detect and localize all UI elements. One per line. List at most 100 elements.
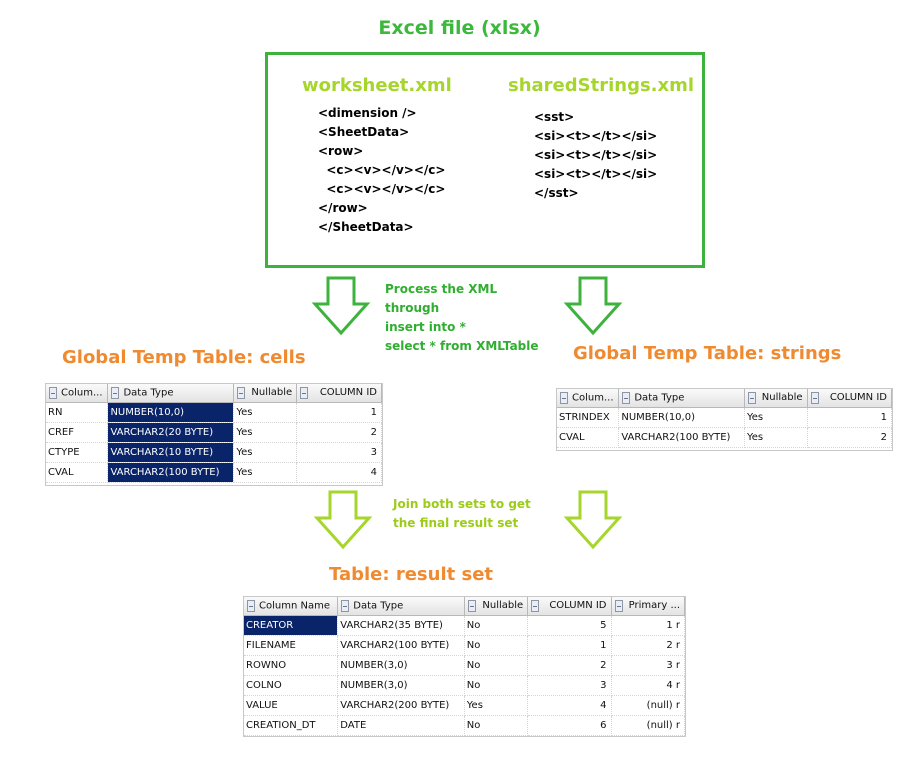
sort-icon [622,392,631,404]
table-cell[interactable]: 2 [296,422,382,443]
table-cell[interactable]: No [464,635,529,656]
table-cell[interactable]: 3 [296,442,382,463]
column-header[interactable]: Nullable [233,384,298,403]
table-cell[interactable]: 3 r [611,655,685,676]
column-header[interactable]: Data Type [107,384,235,403]
table-cell[interactable]: CVAL [557,427,620,448]
table-cell[interactable]: Yes [233,422,298,443]
table-cell[interactable]: 3 [527,675,612,696]
cells-table-title: Global Temp Table: cells [62,347,306,368]
table-cell[interactable]: VARCHAR2(100 BYTE) [618,427,745,448]
table-cell[interactable]: 4 r [611,675,685,696]
table-cell[interactable]: Yes [233,402,298,423]
note-line: Join both sets to get [393,497,531,511]
column-header[interactable]: COLUMN ID [296,384,382,403]
table-cell[interactable]: 4 [296,462,382,483]
table-row[interactable]: CREATOR VARCHAR2(35 BYTE) No 5 1 r [244,615,685,636]
code-line: <dimension /> [318,106,417,120]
table-row[interactable]: CREF VARCHAR2(20 BYTE) Yes 2 [46,422,382,443]
table-cell[interactable]: COLNO [244,675,339,696]
down-arrow-icon [313,490,373,550]
table-cell[interactable]: Yes [744,407,808,428]
table-cell[interactable]: CREATION_DT [244,715,339,736]
strings-table-title: Global Temp Table: strings [573,343,842,364]
table-cell[interactable]: 4 [527,695,612,716]
table-row[interactable]: VALUE VARCHAR2(200 BYTE) Yes 4 (null) r [244,695,685,716]
column-header[interactable]: Colum... [46,384,109,403]
note-line: insert into * [385,320,466,334]
table-cell[interactable]: 1 [527,635,612,656]
column-header[interactable]: Data Type [337,597,465,616]
worksheet-xml-code: <dimension /> <SheetData> <row> <c><v></… [318,104,445,237]
column-header[interactable]: Column Name [244,597,339,616]
shared-strings-xml-title: sharedStrings.xml [508,75,695,96]
table-cell[interactable]: NUMBER(10,0) [107,402,235,423]
table-cell[interactable]: VARCHAR2(100 BYTE) [107,462,235,483]
table-cell[interactable]: DATE [337,715,465,736]
table-cell[interactable]: VARCHAR2(100 BYTE) [337,635,465,656]
code-line: </sst> [534,186,579,200]
table-row[interactable]: COLNO NUMBER(3,0) No 3 4 r [244,675,685,696]
sort-icon [300,387,309,399]
table-cell[interactable]: 5 [527,615,612,636]
column-header[interactable]: COLUMN ID [807,389,892,408]
table-row[interactable]: STRINDEX NUMBER(10,0) Yes 1 [557,407,892,428]
table-cell[interactable]: NUMBER(3,0) [337,655,465,676]
table-cell[interactable]: (null) r [611,695,685,716]
code-line: <row> [318,144,364,158]
table-cell[interactable]: NUMBER(10,0) [618,407,745,428]
table-cell[interactable]: (null) r [611,715,685,736]
result-table-grid: Column Name Data Type Nullable COLUMN ID… [243,596,686,737]
table-cell[interactable]: VALUE [244,695,339,716]
table-cell[interactable]: NUMBER(3,0) [337,675,465,696]
table-cell[interactable]: RN [46,402,109,423]
cells-table-grid: Colum... Data Type Nullable COLUMN ID RN… [45,383,383,486]
table-cell[interactable]: 2 [527,655,612,676]
column-header[interactable]: Data Type [618,389,745,408]
table-cell[interactable]: VARCHAR2(35 BYTE) [337,615,465,636]
code-line: </row> [318,201,368,215]
table-cell[interactable]: No [464,655,529,676]
column-header[interactable]: Primary ... [611,597,685,616]
table-cell[interactable]: No [464,715,529,736]
table-cell[interactable]: 2 r [611,635,685,656]
table-row[interactable]: CVAL VARCHAR2(100 BYTE) Yes 4 [46,462,382,483]
join-note: Join both sets to get the final result s… [393,495,531,533]
table-cell[interactable]: CTYPE [46,442,109,463]
table-cell[interactable]: Yes [744,427,808,448]
table-cell[interactable]: CREF [46,422,109,443]
table-cell[interactable]: 1 [296,402,382,423]
table-cell[interactable]: STRINDEX [557,407,620,428]
table-row[interactable]: ROWNO NUMBER(3,0) No 2 3 r [244,655,685,676]
table-cell[interactable]: 6 [527,715,612,736]
table-row[interactable]: CTYPE VARCHAR2(10 BYTE) Yes 3 [46,442,382,463]
note-line: the final result set [393,516,519,530]
table-cell[interactable]: 2 [807,427,892,448]
table-row[interactable]: RN NUMBER(10,0) Yes 1 [46,402,382,423]
code-line: <c><v></v></c> [318,163,446,177]
table-cell[interactable]: Yes [233,442,298,463]
code-line: <sst> [534,110,575,124]
table-cell[interactable]: 1 r [611,615,685,636]
table-cell[interactable]: VARCHAR2(200 BYTE) [337,695,465,716]
table-cell[interactable]: CREATOR [244,615,339,636]
table-row[interactable]: CVAL VARCHAR2(100 BYTE) Yes 2 [557,427,892,448]
note-line: through [385,301,440,315]
table-cell[interactable]: FILENAME [244,635,339,656]
column-header[interactable]: Nullable [464,597,529,616]
column-header[interactable]: Colum... [557,389,620,408]
table-cell[interactable]: VARCHAR2(10 BYTE) [107,442,235,463]
code-line: <si><t></t></si> [534,167,658,181]
column-header[interactable]: COLUMN ID [527,597,612,616]
table-cell[interactable]: Yes [233,462,298,483]
table-cell[interactable]: Yes [464,695,529,716]
table-cell[interactable]: ROWNO [244,655,339,676]
column-header[interactable]: Nullable [744,389,808,408]
table-row[interactable]: FILENAME VARCHAR2(100 BYTE) No 1 2 r [244,635,685,656]
table-cell[interactable]: CVAL [46,462,109,483]
table-row[interactable]: CREATION_DT DATE No 6 (null) r [244,715,685,736]
table-cell[interactable]: 1 [807,407,892,428]
table-cell[interactable]: No [464,675,529,696]
table-cell[interactable]: VARCHAR2(20 BYTE) [107,422,235,443]
table-cell[interactable]: No [464,615,529,636]
